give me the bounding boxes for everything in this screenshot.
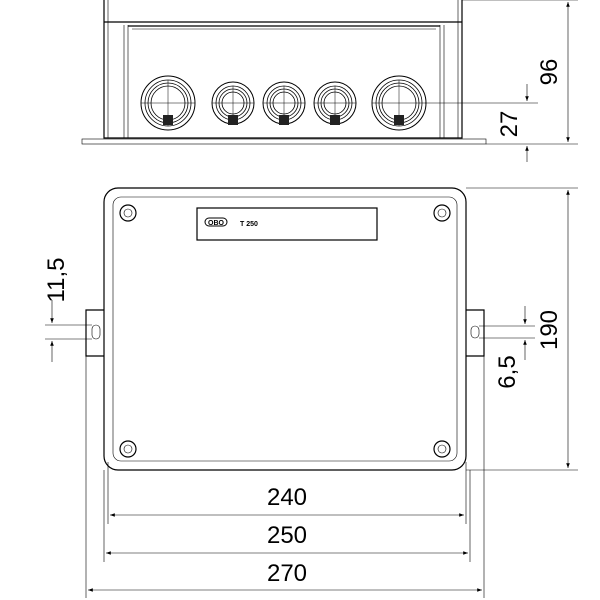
dim-gland-27: 27 [496,111,523,138]
dim-slot-6-5: 6,5 [494,355,521,388]
cable-glands [140,75,427,131]
dim-height-96: 96 [536,59,563,86]
dim-width-270: 270 [267,560,307,587]
svg-text:OBO: OBO [208,220,225,227]
label-plate [196,207,378,241]
product-label: T 250 [240,221,258,228]
plan-view: OBO T 250 190 11,5 6,5 240 250 [43,187,578,598]
cable-gland [262,81,306,125]
mounting-lug-left [85,309,104,357]
cable-gland [211,81,255,125]
dim-width-240: 240 [267,484,307,511]
dim-depth-190: 190 [536,310,563,350]
corner-screws [119,204,451,458]
dim-slot-11-5: 11,5 [43,258,70,303]
cable-gland [140,75,196,131]
obo-logo: OBO [204,217,228,227]
mounting-lug-right [466,309,485,357]
front-view: 96 27 [81,0,578,162]
dim-width-250: 250 [267,522,307,549]
cable-gland [313,81,357,125]
cable-gland [371,75,427,131]
